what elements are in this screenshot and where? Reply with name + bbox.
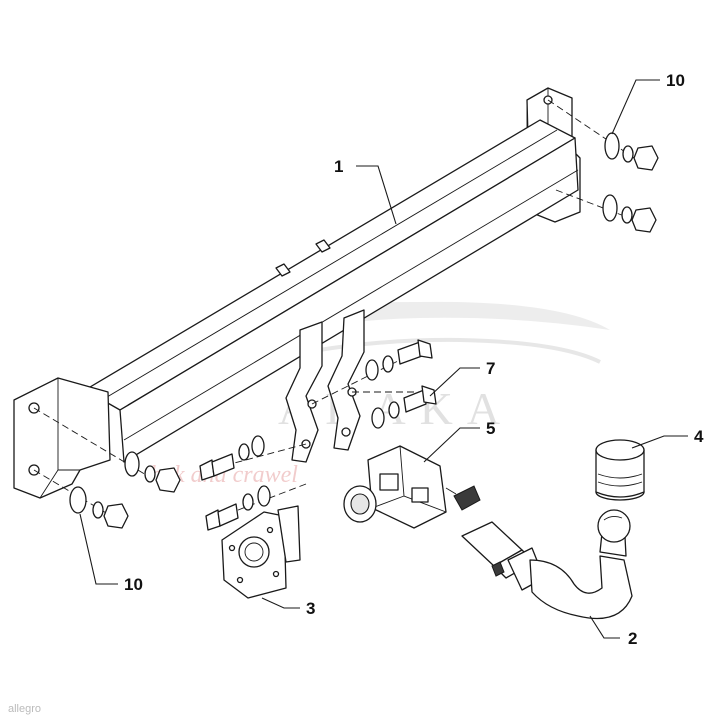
ball-cap-part-4 <box>595 439 645 501</box>
callout-1: 1 <box>334 157 397 225</box>
callout-7: 7 <box>429 359 495 397</box>
fasteners-center-lower <box>199 435 271 531</box>
callout-3: 3 <box>261 597 315 618</box>
fasteners-left-lower <box>69 486 129 529</box>
fasteners-right-upper <box>604 132 659 171</box>
callout-label-1: 1 <box>334 157 343 176</box>
socket-housing-part-5 <box>343 445 481 529</box>
callout-10-bottom: 10 <box>79 513 143 594</box>
callout-label-7: 7 <box>486 359 495 378</box>
crossbar-part-1 <box>13 87 581 499</box>
bolt-part-7 <box>371 385 437 429</box>
callout-4: 4 <box>631 427 704 449</box>
callout-2: 2 <box>589 615 637 648</box>
fasteners-left-upper <box>124 451 181 493</box>
socket-bracket-part-3 <box>221 505 301 599</box>
callout-label-5: 5 <box>486 419 495 438</box>
callout-label-2: 2 <box>628 629 637 648</box>
fasteners-right-lower <box>602 194 657 233</box>
corner-watermark: allegro <box>8 703 41 715</box>
fasteners-center-upper <box>365 339 433 381</box>
callout-label-4: 4 <box>694 427 704 446</box>
callout-10-top: 10 <box>611 71 685 135</box>
callout-label-10-top: 10 <box>666 71 685 90</box>
callout-5: 5 <box>423 419 495 463</box>
ball-neck-part-2 <box>461 509 633 620</box>
callout-label-3: 3 <box>306 599 315 618</box>
callout-label-10-bottom: 10 <box>124 575 143 594</box>
